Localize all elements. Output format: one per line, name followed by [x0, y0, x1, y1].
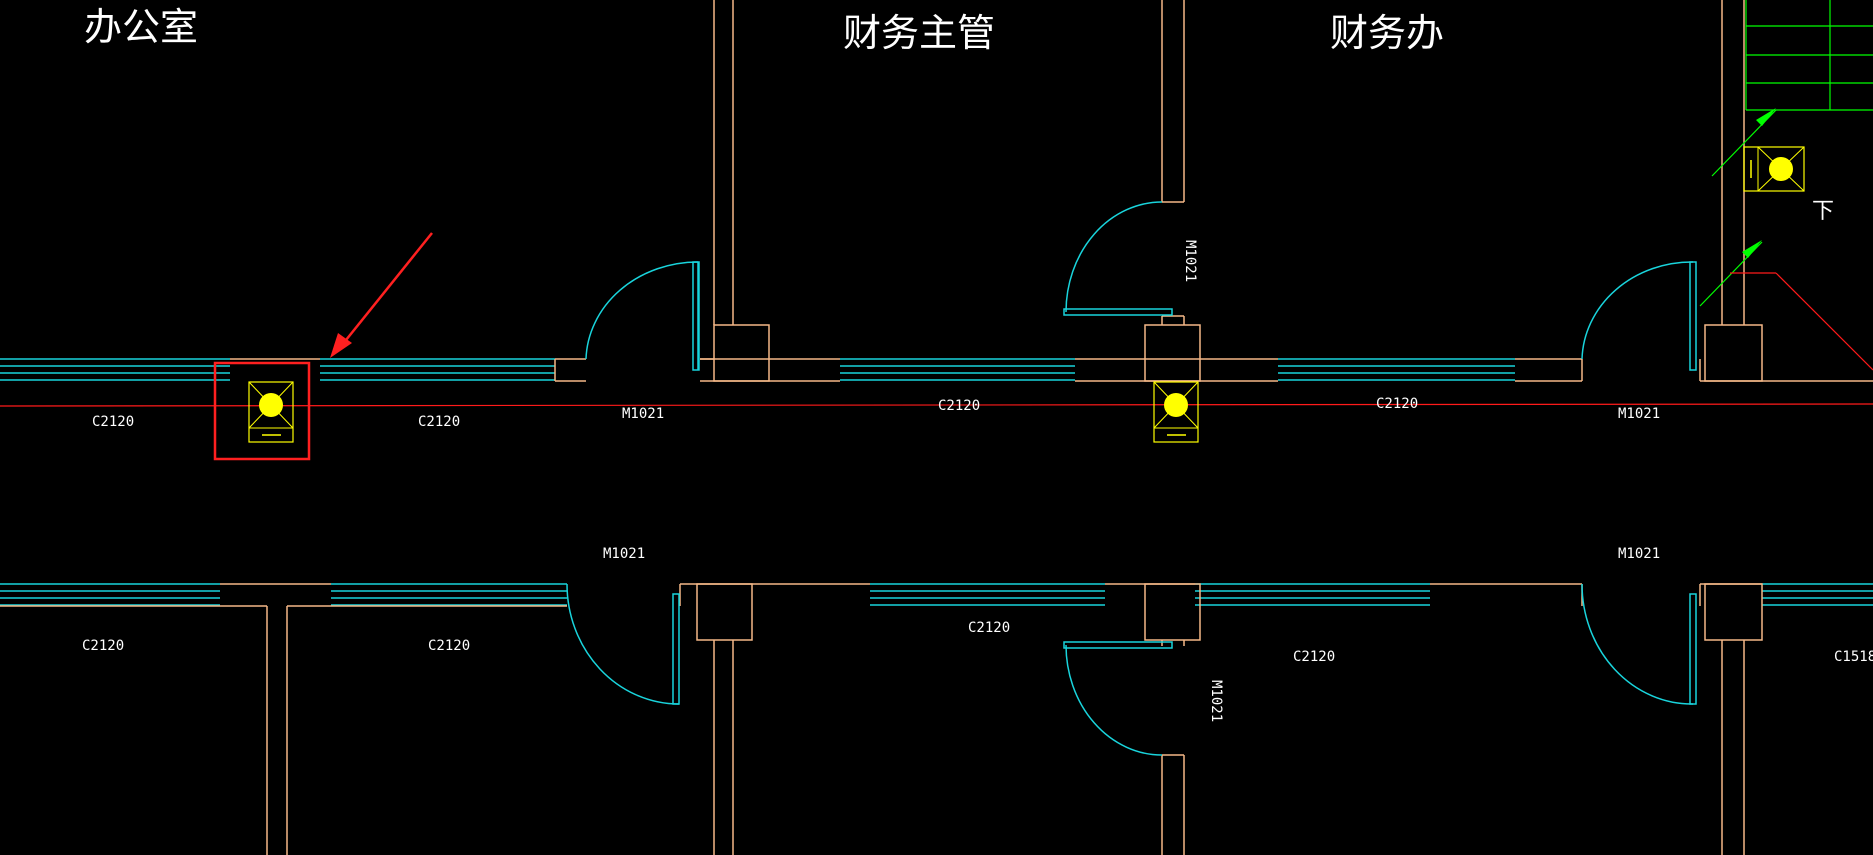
stair-down-label: 下 — [1812, 199, 1834, 224]
label-m1021-upper-2: M1021 — [1618, 406, 1660, 422]
door-lower-vertical — [1063, 641, 1173, 756]
room-name-finance-manager: 财务主管 — [843, 11, 995, 55]
upper-walls — [230, 0, 1873, 382]
highlight-box — [213, 361, 311, 461]
door-upper-vertical — [1063, 201, 1173, 316]
room-name-finance-office: 财务办 — [1330, 11, 1444, 55]
ceiling-light-fixture-icon — [248, 381, 294, 443]
room-names: 办公室 财务主管 财务办 — [84, 5, 1444, 55]
stair-lines — [1699, 0, 1873, 307]
label-m1021-upper-vertical: M1021 — [1182, 240, 1198, 282]
window-upper-1 — [0, 358, 230, 381]
window-lower-4 — [1195, 583, 1430, 606]
lower-labels: M1021 M1021 C2120 C2120 C2120 C2120 M102… — [82, 546, 1873, 722]
window-lower-2 — [331, 583, 567, 606]
window-upper-2 — [320, 358, 555, 381]
room-name-office: 办公室 — [84, 5, 198, 49]
door-lower-1 — [566, 583, 680, 705]
window-upper-3 — [840, 358, 1075, 381]
label-c2120-upper-2: C2120 — [418, 414, 460, 430]
window-lower-1 — [0, 583, 220, 606]
lower-walls — [0, 583, 1763, 855]
label-c2120-upper-4: C2120 — [1376, 396, 1418, 412]
stair-cut-line — [1730, 272, 1873, 371]
label-c2120-lower-4: C2120 — [1293, 649, 1335, 665]
door-upper-2 — [1581, 261, 1697, 371]
label-m1021-lower-1: M1021 — [603, 546, 645, 562]
label-c2120-lower-2: C2120 — [428, 638, 470, 654]
ceiling-light-fixture-icon — [1153, 381, 1199, 443]
upper-windows — [0, 358, 1515, 381]
label-m1021-upper-1: M1021 — [622, 406, 664, 422]
red-arrow-icon — [330, 232, 433, 358]
label-c2120-lower-3: C2120 — [968, 620, 1010, 636]
label-c2120-lower-1: C2120 — [82, 638, 124, 654]
upper-labels: C2120 C2120 M1021 C2120 M1021 C2120 M102… — [92, 240, 1660, 430]
label-c2120-upper-3: C2120 — [938, 398, 980, 414]
label-c1518-lower: C1518 — [1834, 649, 1873, 665]
ceiling-light-fixture-icon — [1743, 146, 1805, 192]
window-lower-3 — [870, 583, 1105, 606]
label-m1021-lower-2: M1021 — [1618, 546, 1660, 562]
lower-doors — [566, 583, 1697, 756]
axis-line — [0, 403, 1873, 407]
window-lower-5 — [1762, 583, 1873, 606]
upper-doors — [585, 201, 1697, 371]
lower-windows — [0, 583, 1873, 606]
door-upper-1 — [585, 261, 700, 371]
label-m1021-lower-vertical: M1021 — [1208, 680, 1224, 722]
window-upper-4 — [1278, 358, 1515, 381]
label-c2120-upper-1: C2120 — [92, 414, 134, 430]
door-lower-2 — [1581, 583, 1697, 705]
stair-arrow-icon — [1742, 108, 1776, 258]
